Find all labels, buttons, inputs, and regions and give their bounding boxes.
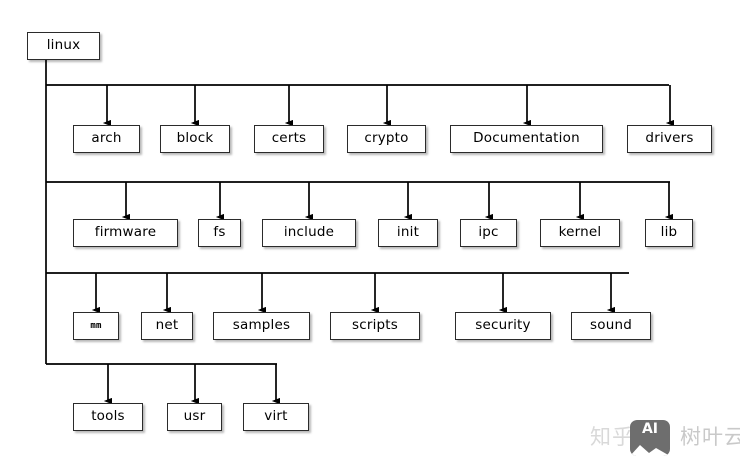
node-drivers[interactable]: drivers [627, 125, 712, 153]
node-init[interactable]: init [378, 219, 438, 247]
node-arch[interactable]: arch [73, 125, 140, 153]
node-label: samples [232, 317, 291, 334]
node-fs[interactable]: fs [198, 219, 241, 247]
node-kernel[interactable]: kernel [540, 219, 620, 247]
node-label: tools [91, 408, 125, 425]
node-label: arch [91, 130, 122, 147]
node-sound[interactable]: sound [571, 312, 651, 340]
mountain-icon [630, 445, 670, 456]
node-security[interactable]: security [455, 312, 551, 340]
node-label: kernel [558, 224, 602, 241]
node-label: usr [183, 408, 206, 425]
ai-badge-label: AI [641, 421, 659, 437]
node-label: init [396, 224, 420, 241]
node-mm[interactable]: mm [73, 312, 119, 340]
node-label: block [176, 130, 214, 147]
ai-badge-icon: AI [630, 420, 670, 456]
node-label: Documentation [473, 130, 580, 147]
node-net[interactable]: net [141, 312, 193, 340]
watermark-back-text: 知乎 [590, 425, 634, 449]
node-label: ipc [478, 224, 499, 241]
node-block[interactable]: block [160, 125, 230, 153]
node-label: fs [213, 224, 226, 241]
node-label: include [283, 224, 335, 241]
watermark-front-text: 树叶云 [680, 425, 740, 449]
node-label: net [155, 317, 179, 334]
node-label: drivers [645, 130, 694, 147]
node-label: crypto [364, 130, 409, 147]
node-ipc[interactable]: ipc [460, 219, 517, 247]
watermark: 知乎 AI 树叶云 [588, 418, 740, 458]
node-virt[interactable]: virt [243, 403, 309, 431]
node-tools[interactable]: tools [73, 403, 143, 431]
node-label: firmware [94, 224, 157, 241]
node-label: scripts [351, 317, 399, 334]
node-label: virt [264, 408, 288, 425]
node-label: lib [660, 224, 678, 241]
node-label: certs [271, 130, 307, 147]
node-label: sound [590, 317, 632, 334]
node-lib[interactable]: lib [645, 219, 693, 247]
node-firmware[interactable]: firmware [73, 219, 178, 247]
node-linux[interactable]: linux [27, 32, 100, 60]
node-usr[interactable]: usr [167, 403, 222, 431]
node-certs[interactable]: certs [254, 125, 324, 153]
node-label: security [475, 317, 531, 334]
node-scripts[interactable]: scripts [330, 312, 420, 340]
node-samples[interactable]: samples [213, 312, 310, 340]
node-crypto[interactable]: crypto [347, 125, 426, 153]
node-Documentation[interactable]: Documentation [450, 125, 603, 153]
node-label: linux [46, 37, 81, 54]
node-label: mm [90, 320, 102, 331]
node-include[interactable]: include [262, 219, 356, 247]
